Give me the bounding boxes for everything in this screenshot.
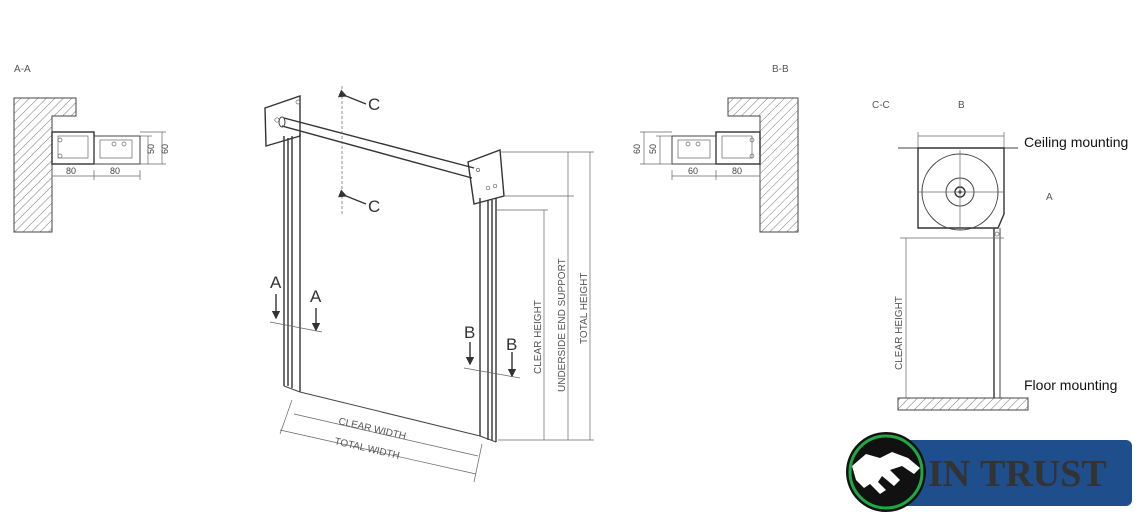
dim-a-60: 60 bbox=[160, 144, 170, 154]
left-guide-rail bbox=[283, 134, 301, 392]
label-total-height: TOTAL HEIGHT bbox=[579, 273, 590, 345]
dim-a-50: 50 bbox=[146, 144, 156, 154]
marker-b-left: B bbox=[464, 323, 475, 342]
wall-hatch-b bbox=[727, 97, 799, 233]
floor-hatch bbox=[897, 397, 1029, 411]
logo-badge bbox=[886, 440, 1132, 506]
door-elevation: C C A A B B CLEAR HEIGHT UNDERSIDE END S… bbox=[264, 86, 594, 483]
label-clear-height: CLEAR HEIGHT bbox=[533, 300, 544, 374]
logo-in: IN bbox=[928, 453, 970, 495]
section-c-c-b-label: B bbox=[958, 100, 965, 111]
roller-housing bbox=[917, 147, 1005, 229]
dim-a-80-right: 80 bbox=[110, 166, 120, 176]
ceiling-mounting-label: Ceiling mounting bbox=[1024, 134, 1128, 150]
dim-a-80-left: 80 bbox=[66, 166, 76, 176]
marker-a-right: A bbox=[310, 287, 322, 306]
profile-right-b bbox=[715, 131, 761, 165]
label-underside-end-support: UNDERSIDE END SUPPORT bbox=[557, 258, 568, 392]
dim-b-80-bottom: 80 bbox=[732, 166, 742, 176]
marker-b-right: B bbox=[506, 335, 517, 354]
floor-mounting-label: Floor mounting bbox=[1024, 377, 1117, 393]
section-c-c-a-label: A bbox=[1046, 192, 1053, 203]
profile-left-b bbox=[671, 135, 717, 165]
label-total-width: TOTAL WIDTH bbox=[333, 436, 400, 462]
handshake-icon bbox=[852, 452, 920, 494]
right-bracket bbox=[467, 149, 505, 205]
dim-b-60-bottom: 60 bbox=[688, 166, 698, 176]
label-side-clear-height: CLEAR HEIGHT bbox=[894, 296, 905, 370]
dim-b-60-side: 60 bbox=[632, 144, 642, 154]
profile-right-a bbox=[93, 135, 141, 165]
marker-c-top: C bbox=[368, 95, 380, 114]
logo-trust: TRUST bbox=[980, 453, 1107, 495]
section-b-b: B-B 60 80 60 50 bbox=[632, 64, 799, 233]
right-guide-rail bbox=[479, 198, 497, 442]
section-c-c: C-C B A CLEAR HEIGHT Ceiling mounting Fl… bbox=[872, 100, 1128, 411]
section-a-a-label: A-A bbox=[14, 64, 31, 75]
marker-c-bottom: C bbox=[368, 197, 380, 216]
section-c-c-label: C-C bbox=[872, 100, 890, 111]
section-a-a: A-A 80 80 50 60 bbox=[13, 64, 170, 233]
intrust-logo: IN TRUST bbox=[846, 432, 1132, 512]
marker-a-left: A bbox=[270, 273, 282, 292]
wall-hatch-a bbox=[13, 97, 77, 233]
dim-b-50-side: 50 bbox=[648, 144, 658, 154]
section-b-b-label: B-B bbox=[772, 64, 789, 75]
